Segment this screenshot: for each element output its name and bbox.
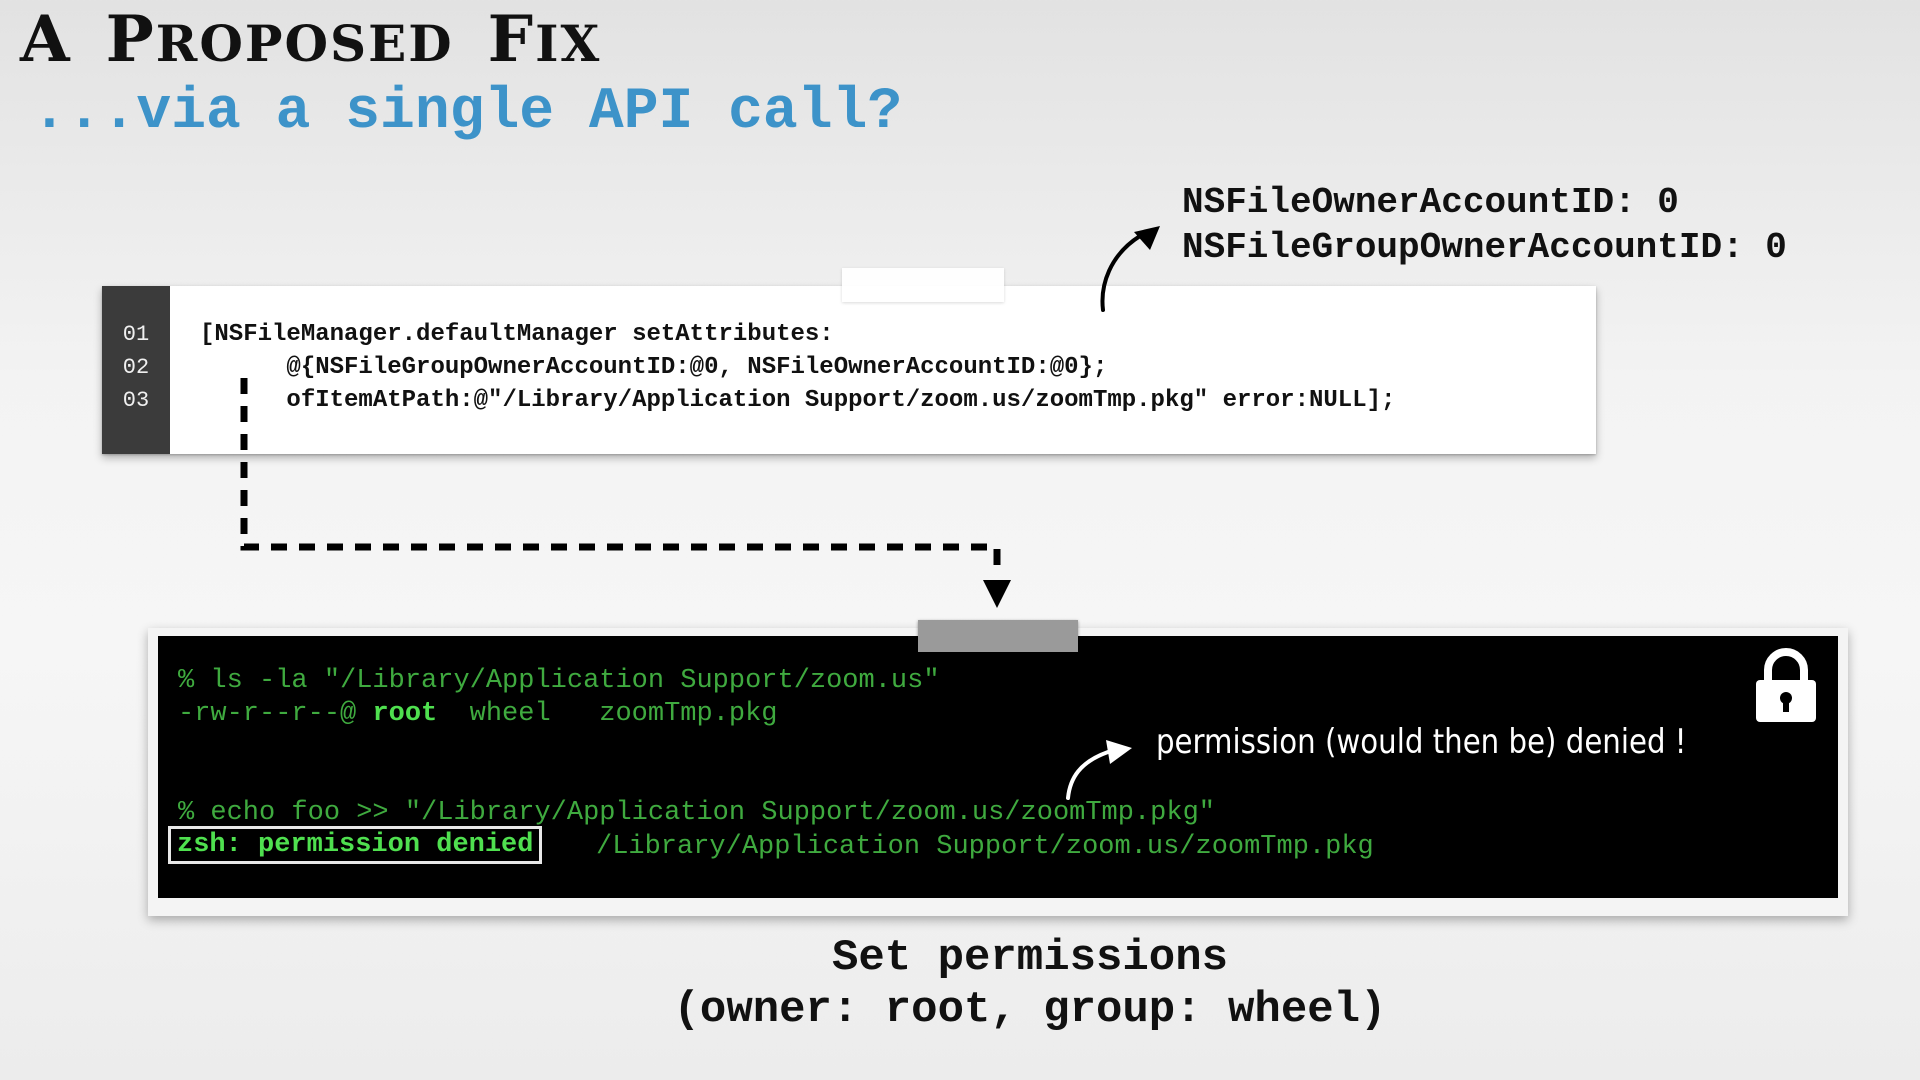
slide-subtitle: ...via a single API call?: [32, 80, 903, 145]
file-group-and-name: wheel zoomTmp.pkg: [437, 699, 778, 729]
line-number-gutter: 01 02 03: [102, 286, 170, 454]
title-letter-p: P: [105, 2, 156, 77]
attribute-group: NSFileGroupOwnerAccountID: 0: [1182, 227, 1787, 268]
code-panel: 01 02 03 [NSFileManager.defaultManager s…: [102, 286, 1596, 454]
terminal-line-echo: % echo foo >> "/Library/Application Supp…: [178, 798, 1215, 828]
tape-strip: [918, 620, 1078, 652]
caption-line: Set permissions: [831, 933, 1229, 983]
code-line: ofItemAtPath:@"/Library/Application Supp…: [200, 387, 1396, 414]
file-owner: root: [372, 699, 438, 729]
permission-denied-highlight: zsh: permission denied: [168, 826, 543, 864]
terminal-window: % ls -la "/Library/Application Support/z…: [158, 636, 1838, 898]
code-line: [NSFileManager.defaultManager setAttribu…: [200, 321, 834, 348]
arrow-down-icon: [983, 580, 1011, 608]
title-letter-f: F: [487, 2, 536, 77]
terminal-line-listing: -rw-r--r--@ root wheel zoomTmp.pkg: [178, 699, 778, 729]
attribute-owner: NSFileOwnerAccountID: 0: [1182, 182, 1679, 223]
line-number: 01: [122, 322, 150, 347]
arrow-curved-icon: [1134, 226, 1160, 250]
caption: Set permissions (owner: root, group: whe…: [0, 932, 1920, 1036]
line-number: 02: [122, 355, 150, 380]
lock-icon: [1756, 648, 1816, 722]
terminal-line-ls: % ls -la "/Library/Application Support/z…: [178, 666, 940, 696]
code-line: @{NSFileGroupOwnerAccountID:@0, NSFileOw…: [200, 354, 1108, 381]
file-permissions: -rw-r--r--@: [178, 699, 373, 729]
terminal-line-denied-path: /Library/Application Support/zoom.us/zoo…: [596, 832, 1374, 862]
code-block: [NSFileManager.defaultManager setAttribu…: [200, 318, 1395, 417]
title-word-proposed: ROPOSED: [155, 14, 454, 73]
line-number: 03: [122, 388, 150, 413]
tape-strip: [842, 268, 1004, 302]
title-word-fix: IX: [535, 14, 602, 73]
caption-line: (owner: root, group: wheel): [673, 985, 1387, 1035]
permission-annotation: permission (would then be) denied !: [1156, 722, 1687, 762]
title-letter-a: A: [20, 2, 72, 77]
